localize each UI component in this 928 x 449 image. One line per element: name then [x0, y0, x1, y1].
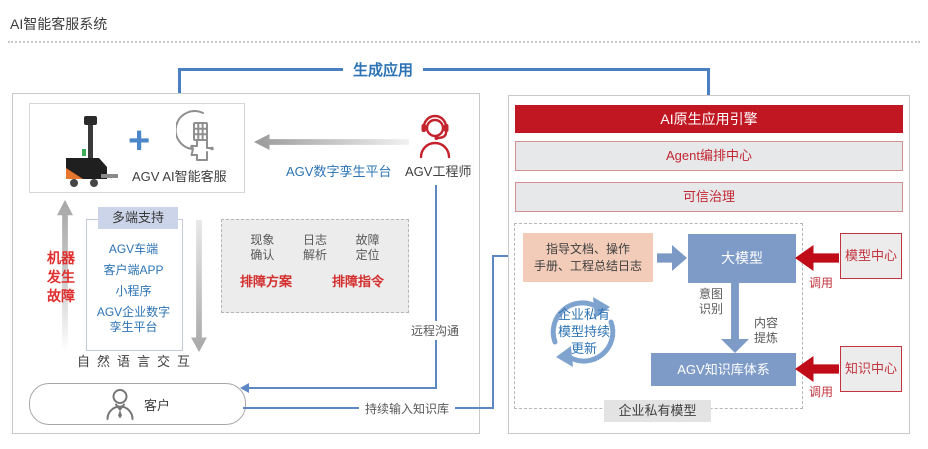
diagnosis-steps: 现象 确认 日志 解析 故障 定位	[222, 220, 408, 263]
remote-communication-label: 远程沟通	[408, 321, 463, 340]
cycle-arrows-icon	[550, 297, 616, 367]
knowledge-line-vertical	[492, 255, 494, 409]
knowledge-center-box: 知识中心	[840, 346, 902, 392]
agent-orchestration-bar: Agent编排中心	[515, 141, 903, 171]
call-label: 调用	[809, 276, 834, 290]
remote-line-vertical	[435, 185, 437, 388]
plus-icon: +	[128, 120, 151, 162]
customer-service-panel: + AGV AI智能客服 AGV数字孪生平台	[12, 93, 480, 434]
digital-twin-label: AGV数字孪生平台	[286, 164, 392, 179]
llm-box: 大模型	[688, 234, 796, 283]
private-model-tag: 企业私有模型	[604, 400, 711, 422]
multi-terminal-box	[86, 219, 183, 351]
private-model-cycle-label: 企业私有 模型持续 更新	[557, 307, 610, 356]
customer-label: 客户	[143, 397, 170, 413]
product-label: AGV AI智能客服	[132, 169, 227, 184]
gen-app-line-right-drop	[707, 68, 710, 96]
trust-governance-bar: 可信治理	[515, 182, 903, 212]
multi-terminal-header: 多端支持	[98, 207, 178, 229]
natural-language-label: 自然语言交互	[77, 354, 198, 369]
list-item: AGV车端	[108, 242, 159, 256]
diagnosis-results: 排障方案 排障指令	[222, 263, 408, 290]
ai-head-chip-icon	[176, 110, 214, 161]
model-center-box: 模型中心	[840, 233, 902, 279]
dotted-separator	[8, 41, 920, 43]
gen-app-line-horizontal	[178, 68, 710, 71]
guide-docs-box: 指导文档、操作 手册、工程总结日志	[523, 233, 653, 282]
machine-fault-label: 机器 发生 故障	[47, 250, 75, 304]
engineer-label: AGV工程师	[405, 164, 472, 179]
list-item: 客户端APP	[103, 263, 164, 277]
diagnosis-step: 故障 定位	[355, 233, 380, 262]
troubleshoot-command-label: 排障指令	[331, 274, 384, 289]
troubleshoot-plan-label: 排障方案	[240, 274, 293, 289]
gen-app-line-left-drop	[178, 68, 181, 99]
ai-native-engine-bar: AI原生应用引擎	[515, 105, 903, 133]
diagnosis-step: 现象 确认	[250, 233, 275, 262]
page-title: AI智能客服系统	[10, 16, 108, 32]
knowledge-input-label: 持续输入知识库	[359, 399, 456, 418]
digital-twin-arrow-icon	[254, 134, 409, 150]
dialog-down-arrow-icon	[191, 220, 207, 352]
list-item: 小程序	[115, 284, 152, 298]
agv-robot-icon	[66, 116, 118, 187]
content-refine-label: 内容 提炼	[753, 316, 778, 345]
customer-pill: 客户	[29, 383, 246, 425]
gen-app-label: 生成应用	[343, 59, 424, 80]
knowledge-line-top	[492, 255, 512, 257]
ai-engine-panel: AI原生应用引擎 Agent编排中心 可信治理 指导文档、操作 手册、工程总结日…	[508, 95, 910, 434]
diagnosis-step: 日志 解析	[302, 233, 327, 262]
remote-arrowhead-icon	[240, 383, 249, 393]
list-item: AGV企业数字 孪生平台	[96, 305, 171, 334]
call-label: 调用	[809, 385, 834, 399]
intent-recognition-label: 意图 识别	[698, 287, 723, 316]
multi-terminal-list: AGV车端 客户端APP 小程序 AGV企业数字 孪生平台	[86, 242, 181, 341]
diagnosis-box: 现象 确认 日志 解析 故障 定位 排障方案 排障指令	[221, 219, 409, 313]
customer-person-icon	[106, 389, 134, 420]
agv-ai-product-box: + AGV AI智能客服	[29, 103, 245, 193]
engineer-headset-icon	[419, 114, 451, 159]
knowledge-base-box: AGV知识库体系	[651, 353, 796, 386]
remote-line-horizontal	[248, 387, 437, 389]
